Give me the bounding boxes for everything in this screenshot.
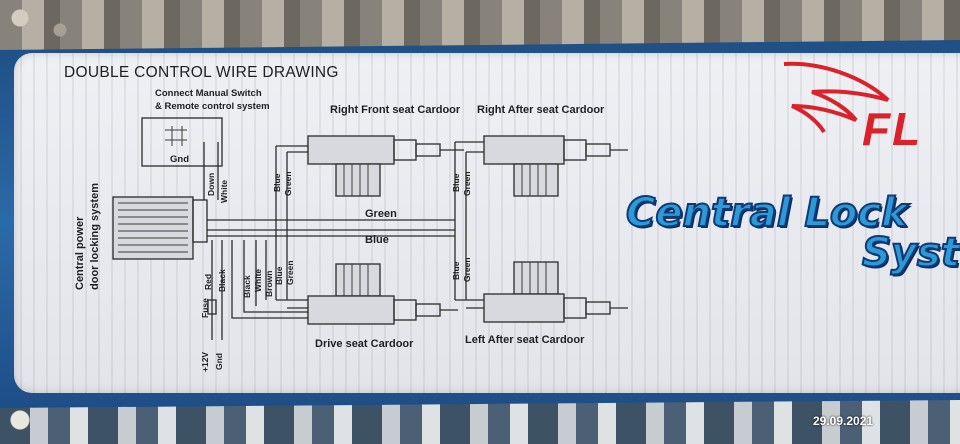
power-gnd-label: Gnd bbox=[214, 353, 224, 370]
product-title-line2: Syst bbox=[861, 229, 960, 277]
product-title-line1: Central Lock bbox=[625, 189, 909, 237]
wire-label-blue-left: Blue bbox=[451, 261, 461, 280]
controller-label-line2: door locking system bbox=[89, 183, 101, 290]
driver-wires bbox=[231, 240, 308, 319]
bus-green-label: Green bbox=[365, 208, 397, 220]
wire-label-down: Down bbox=[206, 172, 216, 196]
wire-label-blue-front: Blue bbox=[272, 173, 282, 192]
switch-note-line1: Connect Manual Switch bbox=[155, 88, 262, 99]
wire-label-white: White bbox=[219, 179, 229, 203]
label-right-front-door: Right Front seat Cardoor bbox=[330, 104, 461, 116]
label-left-rear-door: Left After seat Cardoor bbox=[465, 334, 585, 346]
wire-label-green-left: Green bbox=[462, 257, 472, 282]
wire-label-blue-driver: Blue bbox=[274, 266, 284, 285]
label-driver-door: Drive seat Cardoor bbox=[315, 338, 414, 350]
brand-name: FL bbox=[862, 103, 923, 155]
manual-switch-box bbox=[141, 117, 223, 167]
wire-label-blue-rear: Blue bbox=[451, 173, 461, 192]
switch-gnd-label: Gnd bbox=[170, 154, 189, 165]
front-right-feed bbox=[276, 145, 308, 153]
switch-note-line2: & Remote control system bbox=[155, 101, 270, 112]
actuator-right-front bbox=[307, 135, 464, 197]
wire-label-white-driver: White bbox=[253, 268, 263, 292]
right-branch bbox=[454, 142, 467, 300]
controller-connector bbox=[192, 199, 208, 243]
left-branch bbox=[275, 146, 288, 300]
wire-label-green-rear: Green bbox=[462, 171, 472, 196]
controller-vents bbox=[118, 202, 188, 253]
switch-symbol bbox=[165, 126, 187, 146]
brand-wing-logo bbox=[783, 61, 890, 134]
rear-right-feed bbox=[455, 141, 484, 153]
fuse-label: Fuse bbox=[200, 298, 210, 318]
wire-label-green-driver: Green bbox=[285, 260, 295, 285]
label-right-rear-door: Right After seat Cardoor bbox=[477, 104, 605, 116]
controller-box bbox=[112, 196, 194, 260]
diagram-title: DOUBLE CONTROL WIRE DRAWING bbox=[64, 64, 339, 81]
photo-timestamp: 29.09.2021 bbox=[813, 414, 874, 428]
switch-wires bbox=[203, 142, 219, 200]
wire-label-red: Red bbox=[203, 273, 213, 290]
main-bus-green bbox=[207, 219, 455, 231]
controller-label-line1: Central power bbox=[74, 216, 86, 290]
power-plus-label: +12V bbox=[200, 351, 210, 372]
fuse-symbol bbox=[207, 299, 217, 315]
wire-label-black: Black bbox=[242, 275, 252, 298]
bus-blue-label: Blue bbox=[365, 234, 389, 246]
wire-label-green-front: Green bbox=[283, 171, 293, 196]
actuator-left-rear bbox=[483, 261, 628, 323]
wire-label-black-power: Black bbox=[217, 269, 227, 292]
wire-label-brown: Brown bbox=[264, 270, 274, 297]
actuator-driver bbox=[307, 263, 458, 325]
driver-feed bbox=[276, 299, 308, 309]
actuator-right-rear bbox=[483, 135, 628, 197]
rear-left-feed bbox=[455, 299, 484, 309]
power-wires bbox=[211, 240, 223, 340]
